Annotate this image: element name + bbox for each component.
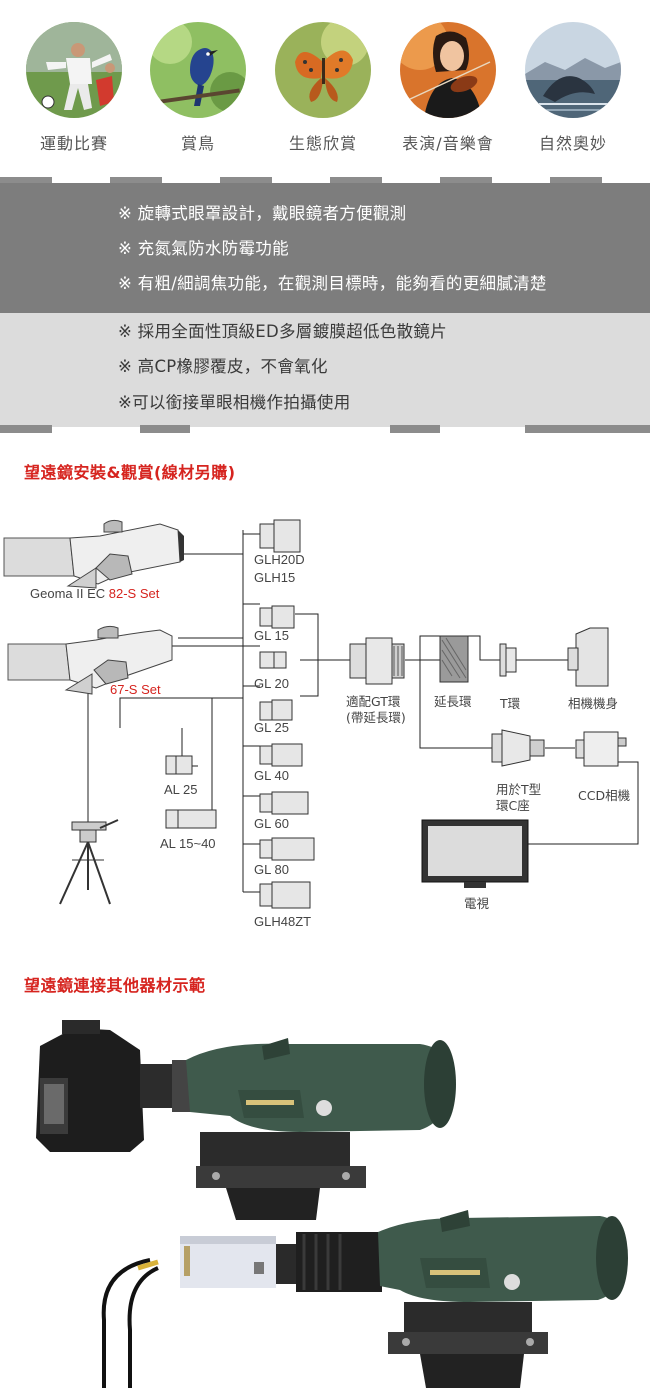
band-bottom-dashes	[0, 425, 650, 433]
eyepiece-label: GL 15	[254, 628, 289, 643]
demo-photo	[0, 1020, 650, 1388]
scope2-label: 67-S Set	[110, 682, 161, 697]
feature-line: ※ 高CP橡膠覆皮，不會氧化	[118, 357, 328, 376]
bird-photo	[150, 22, 246, 118]
camera-body-drawing	[567, 627, 609, 687]
t-ring-drawing	[499, 643, 517, 677]
gt-ring-label: 適配GT環(帶延長環)	[346, 694, 406, 725]
eyepiece-label: GL 20	[254, 676, 289, 691]
scope1-label: Geoma II EC 82-S Set	[30, 586, 160, 601]
diagram-graphic	[3, 519, 639, 909]
dslr-scope-photo	[36, 1020, 456, 1220]
scope-67s-drawing	[7, 625, 173, 695]
eyepiece-label: GL 60	[254, 816, 289, 831]
feature-line: ※ 採用全面性頂級ED多層鍍膜超低色散鏡片	[118, 322, 448, 341]
section-title-setup: 望遠鏡安裝&觀賞(線材另購)	[24, 463, 236, 482]
eyepiece-label: GLH48ZT	[254, 914, 312, 929]
section-title-demo: 望遠鏡連接其他器材示範	[24, 976, 206, 995]
category-birding: 賞鳥	[136, 22, 260, 154]
scope-82s-drawing	[3, 519, 184, 589]
ccd-camera-drawing	[575, 731, 627, 767]
category-performance: 表演/音樂會	[386, 22, 510, 154]
c-mount-drawing	[491, 729, 545, 767]
category-label: 賞鳥	[180, 134, 215, 153]
category-label: 自然奧妙	[538, 134, 607, 153]
gt-adapter-drawing	[349, 637, 405, 685]
al25-label: AL 25	[164, 782, 198, 797]
violinist-photo	[400, 22, 496, 118]
extension-ring-drawing	[439, 635, 469, 683]
feature-band-dark: ※ 旋轉式眼罩設計，戴眼鏡者方便觀測 ※ 充氮氣防水防霉功能 ※ 有粗/細調焦功…	[0, 183, 650, 313]
feature-line: ※ 旋轉式眼罩設計，戴眼鏡者方便觀測	[118, 204, 407, 223]
tv-label: 電視	[464, 896, 490, 911]
category-ecology: 生態欣賞	[261, 22, 385, 154]
t-ring-label: T環	[500, 696, 521, 711]
category-label: 生態欣賞	[288, 134, 357, 153]
category-nature: 自然奧妙	[511, 22, 635, 154]
tripod-drawing	[59, 819, 119, 905]
feature-line: ※ 有粗/細調焦功能，在觀測目標時，能夠看的更細膩清楚	[118, 274, 547, 293]
feature-line: ※ 充氮氣防水防霉功能	[118, 239, 289, 258]
feature-line: ※可以銜接單眼相機作拍攝使用	[118, 393, 351, 412]
whale-photo	[525, 22, 621, 118]
tv-drawing	[421, 819, 529, 888]
category-sports: 運動比賽	[12, 22, 136, 154]
tmount-label: 用於T型環C座	[496, 782, 542, 813]
camera-body-label: 相機機身	[568, 696, 619, 711]
butterfly-photo	[275, 22, 371, 118]
category-label: 表演/音樂會	[402, 134, 494, 153]
eyepiece-label: GL 80	[254, 862, 289, 877]
category-row: 運動比賽 賞鳥	[0, 22, 650, 162]
ccd-scope-photo	[101, 1210, 628, 1388]
band-top-dashes	[0, 177, 650, 185]
eyepiece-label: GLH15	[254, 570, 296, 585]
eyepiece-label: GL 25	[254, 720, 289, 735]
ccd-label: CCD相機	[578, 788, 631, 803]
al1540-label: AL 15~40	[160, 836, 216, 851]
category-label: 運動比賽	[39, 134, 108, 153]
eyepiece-drawings	[165, 519, 315, 909]
ext-ring-label: 延長環	[434, 694, 472, 709]
accessory-diagram: Geoma II EC 82-S Set 67-S Set GLH20D GLH…	[0, 510, 650, 940]
soccer-photo	[26, 22, 122, 118]
feature-band-light: ※ 採用全面性頂級ED多層鍍膜超低色散鏡片 ※ 高CP橡膠覆皮，不會氧化 ※可以…	[0, 313, 650, 427]
eyepiece-label: GLH20D	[254, 552, 305, 567]
eyepiece-label: GL 40	[254, 768, 289, 783]
